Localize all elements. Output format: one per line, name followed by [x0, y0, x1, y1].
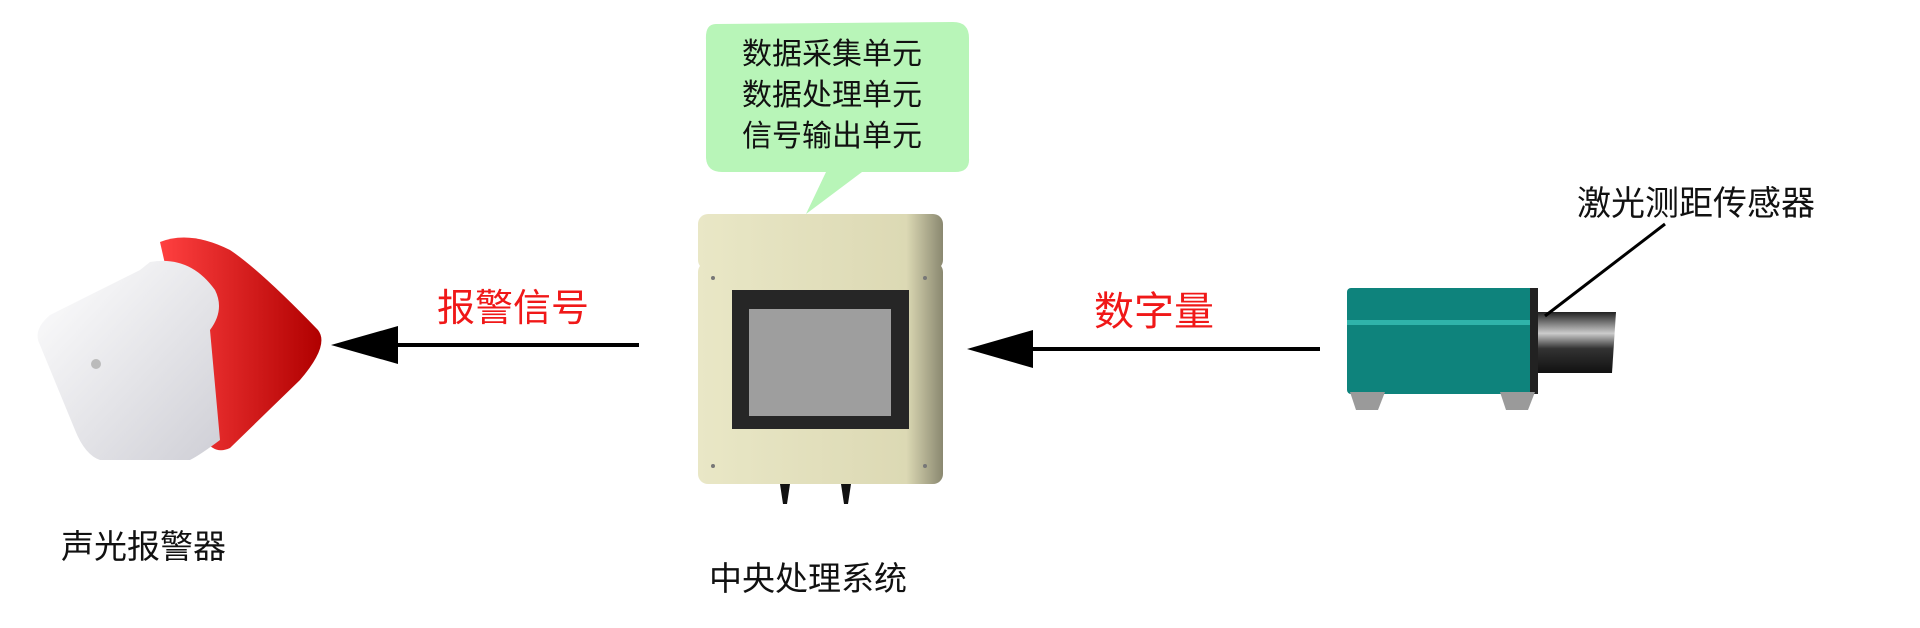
alarm-label: 声光报警器 [61, 527, 226, 566]
central-unit-icon [698, 214, 943, 504]
sensor-label: 激光测距传感器 [1577, 184, 1815, 224]
alarm-signal-label: 报警信号 [437, 286, 590, 330]
bubble-line: 数据处理单元 [742, 78, 922, 113]
speech-bubble [705, 22, 970, 214]
arrow-to-central [967, 330, 1320, 368]
alarm-device-icon [37, 237, 322, 460]
bubble-text: 数据采集单元 数据处理单元 信号输出单元 [742, 34, 922, 157]
digital-signal-label: 数字量 [1094, 289, 1214, 335]
bubble-line: 数据采集单元 [742, 37, 922, 72]
arrow-to-alarm [331, 326, 639, 364]
bubble-line: 信号输出单元 [742, 119, 922, 154]
central-unit-label: 中央处理系统 [709, 559, 907, 598]
laser-sensor-icon [1347, 222, 1666, 410]
